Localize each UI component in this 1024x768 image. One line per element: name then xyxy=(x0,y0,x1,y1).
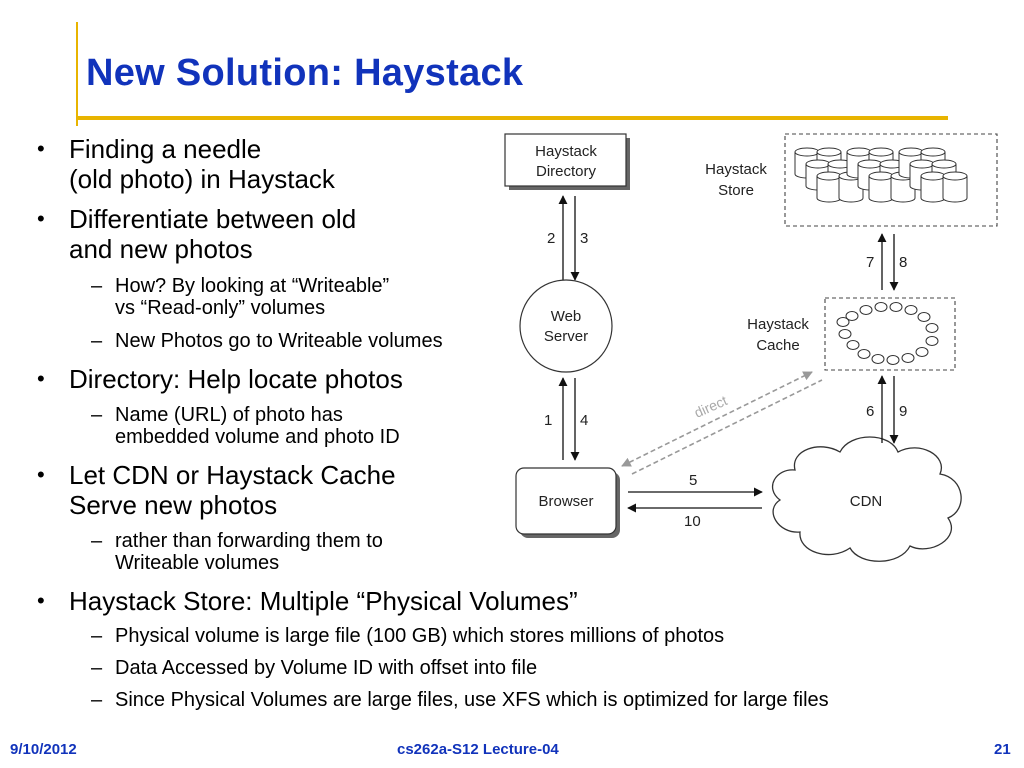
step-3-label: 3 xyxy=(580,230,588,247)
haystack-directory-node: Haystack Directory xyxy=(504,133,630,190)
step-9-label: 9 xyxy=(899,403,907,420)
directory-label-line2: Directory xyxy=(536,163,597,180)
subbullet-3-line1: Name (URL) of photo has xyxy=(115,404,343,426)
haystack-architecture-diagram: Haystack Directory 2 3 Web Server 1 4 Br… xyxy=(504,133,998,562)
bullet-marker: • xyxy=(37,206,45,231)
subbullet-marker: – xyxy=(91,330,103,352)
cache-label-line2: Cache xyxy=(756,337,799,354)
store-label-line2: Store xyxy=(718,182,754,199)
bullet-2-line2: and new photos xyxy=(69,234,253,264)
step-4-label: 4 xyxy=(580,412,588,429)
cdn-label: CDN xyxy=(850,493,883,510)
subbullet-6-line1: Data Accessed by Volume ID with offset i… xyxy=(115,657,538,679)
subbullet-7-line1: Since Physical Volumes are large files, … xyxy=(115,689,829,711)
footer-date: 9/10/2012 xyxy=(10,741,77,758)
subbullet-marker: – xyxy=(91,530,103,552)
haystack-store-node xyxy=(784,133,998,227)
step-6-label: 6 xyxy=(866,403,874,420)
subbullet-marker: – xyxy=(91,689,103,711)
store-label-line1: Haystack xyxy=(705,161,767,178)
subbullet-marker: – xyxy=(91,625,103,647)
subbullet-1-line1: How? By looking at “Writeable” xyxy=(115,275,390,297)
directory-label-line1: Haystack xyxy=(535,143,597,160)
bullet-3-line1: Directory: Help locate photos xyxy=(69,364,403,394)
subbullet-marker: – xyxy=(91,275,103,297)
bullet-1-line2: (old photo) in Haystack xyxy=(69,164,335,194)
web-server-label-line1: Web xyxy=(551,308,582,325)
bullet-marker: • xyxy=(37,136,45,161)
web-server-label-line2: Server xyxy=(544,328,588,345)
subbullet-1-line2: vs “Read-only” volumes xyxy=(115,297,326,319)
subbullet-3-line2: embedded volume and photo ID xyxy=(115,426,400,448)
bullet-4-line2: Serve new photos xyxy=(69,490,278,520)
bullet-4-line1: Let CDN or Haystack Cache xyxy=(69,460,396,490)
disk-icon xyxy=(868,171,894,203)
haystack-cache-node xyxy=(824,297,956,371)
footer-course: cs262a-S12 Lecture-04 xyxy=(397,741,559,758)
cache-label-line1: Haystack xyxy=(747,316,809,333)
step-8-label: 8 xyxy=(899,254,907,271)
title-vertical-rule xyxy=(76,22,78,126)
disk-icon xyxy=(816,171,842,203)
step-1-label: 1 xyxy=(544,412,552,429)
bullet-2-line1: Differentiate between old xyxy=(69,204,357,234)
subbullet-marker: – xyxy=(91,404,103,426)
subbullet-4-line2: Writeable volumes xyxy=(115,552,280,574)
browser-node: Browser xyxy=(515,467,620,538)
step-10-label: 10 xyxy=(684,513,701,530)
step-7-label: 7 xyxy=(866,254,874,271)
step-5-label: 5 xyxy=(689,472,697,489)
subbullet-marker: – xyxy=(91,657,103,679)
subbullet-5-line1: Physical volume is large file (100 GB) w… xyxy=(115,625,725,647)
bullet-marker: • xyxy=(37,462,45,487)
bullet-marker: • xyxy=(37,366,45,391)
web-server-node: Web Server xyxy=(519,279,613,373)
disk-icon xyxy=(920,171,946,203)
bullet-1-line1: Finding a needle xyxy=(69,134,262,164)
subbullet-4-line1: rather than forwarding them to xyxy=(115,530,383,552)
title-horizontal-rule xyxy=(76,116,948,120)
bullet-5-line1: Haystack Store: Multiple “Physical Volum… xyxy=(69,586,578,616)
cdn-node: CDN xyxy=(772,436,962,562)
slide-title: New Solution: Haystack xyxy=(86,52,524,94)
disk-icon xyxy=(942,171,968,203)
step-2-label: 2 xyxy=(547,230,555,247)
bullet-marker: • xyxy=(37,588,45,613)
browser-label: Browser xyxy=(538,493,593,510)
footer-page-number: 21 xyxy=(994,741,1011,758)
direct-arrow xyxy=(621,371,823,475)
subbullet-2-line1: New Photos go to Writeable volumes xyxy=(115,330,443,352)
